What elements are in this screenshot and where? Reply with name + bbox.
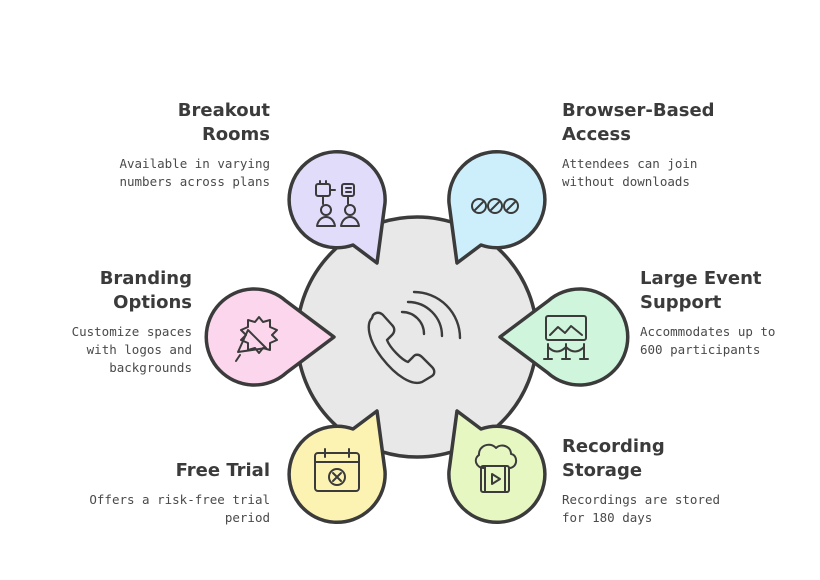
people-connect-icon (315, 180, 360, 227)
free-trial-description: Offers a risk-free trial period (89, 492, 270, 525)
breakout-rooms-description: Available in varying numbers across plan… (119, 156, 270, 189)
label-browser-based-access: Browser-Based Access Attendees can join … (562, 99, 782, 191)
cloud-video-icon (474, 443, 518, 493)
megaphone-badge-icon (235, 316, 278, 362)
calendar-cancel-icon (314, 448, 360, 492)
label-branding-options: Branding Options Customize spaces with l… (0, 267, 192, 377)
petal-free-trial (287, 409, 387, 525)
large-event-support-title: Large Event Support (640, 268, 762, 313)
branding-options-description: Customize spaces with logos and backgrou… (71, 324, 192, 375)
label-breakout-rooms: Breakout Rooms Available in varying numb… (50, 99, 270, 191)
petal-recording-storage (447, 409, 547, 525)
browser-based-access-title: Browser-Based Access (562, 100, 715, 145)
label-large-event-support: Large Event Support Accommodates up to 6… (640, 267, 815, 359)
large-event-support-description: Accommodates up to 600 participants (640, 324, 776, 357)
link-chain-icon (471, 198, 519, 214)
branding-options-title: Branding Options (99, 268, 192, 313)
label-free-trial: Free Trial Offers a risk-free trial peri… (50, 459, 270, 527)
phone-call-icon (367, 290, 462, 385)
recording-storage-title: Recording Storage (562, 436, 665, 481)
petal-breakout-rooms (287, 149, 387, 265)
petal-large-event-support (498, 287, 630, 387)
free-trial-title: Free Trial (175, 460, 270, 481)
label-recording-storage: Recording Storage Recordings are stored … (562, 435, 782, 527)
petal-branding-options (204, 287, 336, 387)
petal-browser-based-access (447, 149, 547, 265)
recording-storage-description: Recordings are stored for 180 days (562, 492, 721, 525)
breakout-rooms-title: Breakout Rooms (177, 100, 270, 145)
exhibit-stanchion-icon (543, 315, 589, 360)
browser-based-access-description: Attendees can join without downloads (562, 156, 698, 189)
